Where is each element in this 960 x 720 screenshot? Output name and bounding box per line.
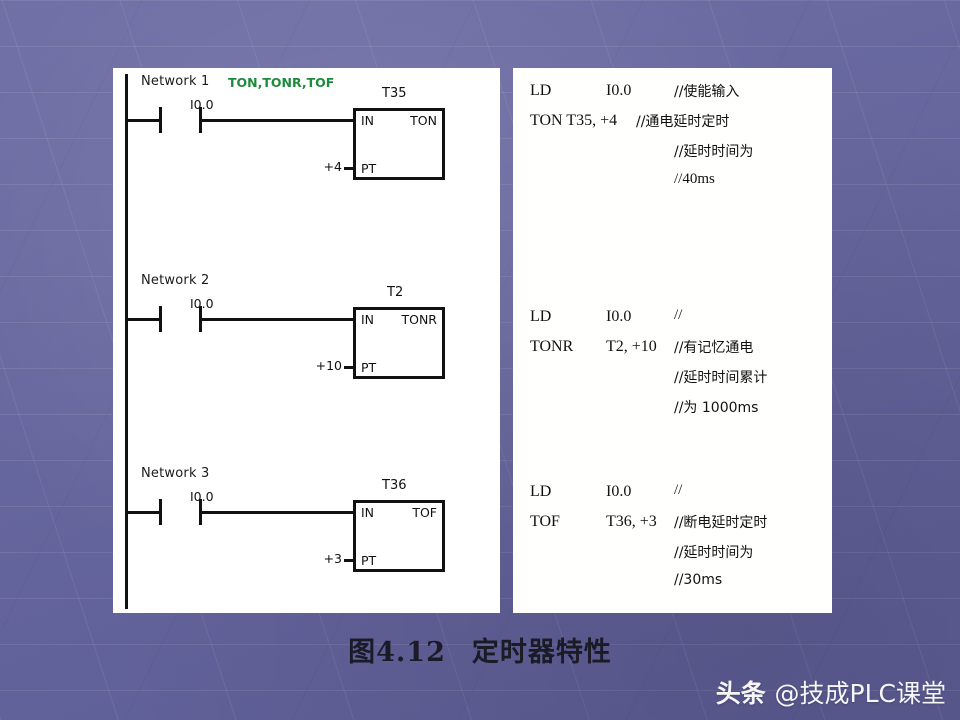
statement-row: LD I0.0 // [513, 482, 832, 513]
contact-address-label: I0.0 [190, 489, 214, 504]
statement-comment: //延时时间为 [674, 545, 754, 561]
figure-caption: 图4.12 定时器特性 [0, 630, 960, 669]
statement-comment: //为 1000ms [674, 400, 759, 416]
pt-input-stub [344, 167, 353, 170]
statement-row: //延时时间为 [513, 142, 832, 172]
contact-right-bar [199, 499, 202, 525]
network-label: Network 2 [141, 273, 210, 288]
statement-row: //40ms [513, 171, 832, 202]
statement-list-panel: LD I0.0 //使能输入 TON T35, +4 //通电延时定时 //延时… [513, 68, 832, 613]
statement-row: TON T35, +4 //通电延时定时 [513, 112, 832, 142]
watermark: 头条 @技成PLC课堂 [716, 674, 946, 710]
rung-wire-right [202, 318, 353, 321]
statement-operand: I0.0 [606, 308, 632, 325]
contact-left-bar [159, 306, 162, 332]
statement-comment: //延时时间为 [674, 144, 754, 160]
timer-type-label: TONR [401, 312, 437, 327]
statement-operand: I0.0 [606, 483, 632, 500]
timer-in-label: IN [361, 113, 375, 128]
statement-block-2: LD I0.0 // TONR T2, +10 //有记忆通电 //延时时间累计… [513, 307, 832, 428]
contact-address-label: I0.0 [190, 97, 214, 112]
contact-right-bar [199, 107, 202, 133]
statement-operation: LD [530, 82, 552, 99]
statement-block-1: LD I0.0 //使能输入 TON T35, +4 //通电延时定时 //延时… [513, 82, 832, 202]
statement-comment: //通电延时定时 [636, 114, 730, 130]
network-label: Network 3 [141, 466, 210, 481]
watermark-brand: 头条 [715, 679, 766, 708]
timer-pt-label: PT [361, 360, 377, 375]
timer-pt-label: PT [361, 161, 377, 176]
statement-block-3: LD I0.0 // TOF T36, +3 //断电延时定时 //延时时间为 … [513, 482, 832, 603]
timer-in-label: IN [361, 505, 375, 520]
statement-comment: //有记忆通电 [674, 340, 754, 356]
contact-left-bar [159, 107, 162, 133]
statement-operand: I0.0 [606, 82, 632, 99]
timer-name-label: T2 [387, 285, 404, 300]
statement-operation: TONR [530, 338, 574, 355]
timer-name-label: T36 [382, 478, 407, 493]
timer-preset-value: +4 [323, 159, 342, 174]
statement-operation: TOF [530, 513, 560, 530]
timer-preset-value: +10 [315, 358, 342, 373]
pt-input-stub [344, 366, 353, 369]
statement-operation: TON T35, +4 [530, 112, 618, 129]
rung-wire-left [125, 318, 159, 321]
timer-pt-label: PT [361, 553, 377, 568]
statement-comment: //30ms [674, 572, 723, 588]
rung-wire-left [125, 119, 159, 122]
power-rail [125, 74, 128, 609]
statement-comment: // [674, 482, 683, 498]
statement-row: TOF T36, +3 //断电延时定时 [513, 513, 832, 543]
statement-comment: // [674, 307, 683, 323]
ladder-diagram-panel: Network 1 TON,TONR,TOF I0.0 IN TON PT T3… [113, 68, 500, 613]
statement-row: //延时时间为 [513, 543, 832, 573]
timer-function-block: IN TOF PT [353, 500, 445, 572]
ladder-network-1: Network 1 TON,TONR,TOF I0.0 IN TON PT T3… [113, 68, 500, 268]
statement-row: //为 1000ms [513, 398, 832, 428]
statement-comment: //延时时间累计 [674, 370, 768, 386]
network-annotation: TON,TONR,TOF [228, 75, 335, 90]
contact-right-bar [199, 306, 202, 332]
contact-left-bar [159, 499, 162, 525]
statement-comment: //断电延时定时 [674, 515, 768, 531]
statement-row: //30ms [513, 572, 832, 603]
timer-type-label: TOF [412, 505, 437, 520]
contact-address-label: I0.0 [190, 296, 214, 311]
network-label: Network 1 [141, 74, 210, 89]
timer-in-label: IN [361, 312, 375, 327]
rung-wire-right [202, 119, 353, 122]
figure-number: 图4.12 [348, 637, 446, 668]
timer-preset-value: +3 [323, 551, 342, 566]
statement-comment: //40ms [674, 171, 715, 187]
figure-title: 定时器特性 [471, 637, 612, 668]
statement-operand: T2, +10 [606, 338, 657, 355]
timer-function-block: IN TON PT [353, 108, 445, 180]
ladder-network-3: Network 3 I0.0 IN TOF PT T36 +3 [113, 460, 500, 660]
statement-row: LD I0.0 //使能输入 [513, 82, 832, 112]
statement-operation: LD [530, 308, 552, 325]
statement-row: TONR T2, +10 //有记忆通电 [513, 338, 832, 368]
statement-operand: T36, +3 [606, 513, 657, 530]
statement-row: LD I0.0 // [513, 307, 832, 338]
timer-function-block: IN TONR PT [353, 307, 445, 379]
rung-wire-right [202, 511, 353, 514]
watermark-handle: @技成PLC课堂 [774, 679, 946, 708]
statement-row: //延时时间累计 [513, 368, 832, 398]
timer-type-label: TON [410, 113, 437, 128]
pt-input-stub [344, 559, 353, 562]
statement-comment: //使能输入 [674, 84, 740, 100]
rung-wire-left [125, 511, 159, 514]
timer-name-label: T35 [382, 86, 407, 101]
ladder-network-2: Network 2 I0.0 IN TONR PT T2 +10 [113, 267, 500, 467]
statement-operation: LD [530, 483, 552, 500]
